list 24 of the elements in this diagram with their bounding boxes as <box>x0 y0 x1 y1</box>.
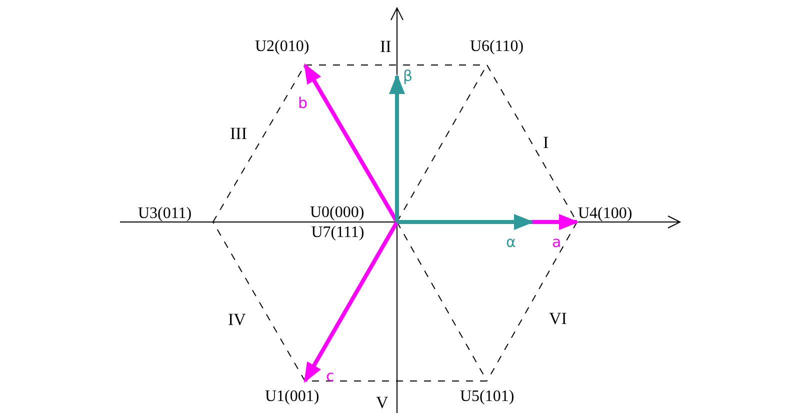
arrow <box>303 221 399 383</box>
arrow <box>397 214 534 230</box>
arrow <box>389 74 405 222</box>
sector-numeral: III <box>230 125 247 143</box>
edge-label: b <box>298 95 308 111</box>
vector-label: U2(010) <box>255 37 310 57</box>
dashed-line <box>396 222 488 382</box>
sector-numeral: I <box>543 134 549 152</box>
sector-numeral: VI <box>549 310 567 328</box>
vector-label: U7(111) <box>310 223 364 243</box>
edge-label: c <box>326 368 334 384</box>
edge-label: α <box>506 234 516 250</box>
vector-label: U6(110) <box>470 37 524 57</box>
dashed-line <box>212 222 306 382</box>
vector-label: U3(011) <box>138 204 192 224</box>
edge-label: β <box>403 68 413 84</box>
sector-numeral: V <box>376 394 388 412</box>
sector-numeral: IV <box>228 311 246 329</box>
vector-label: U5(101) <box>460 387 514 407</box>
vector-label: U0(000) <box>310 203 364 223</box>
sector-numeral: II <box>380 38 392 56</box>
vector-label: U4(100) <box>578 204 632 224</box>
vector-label: U1(001) <box>265 387 320 407</box>
edge-label: a <box>552 234 562 250</box>
